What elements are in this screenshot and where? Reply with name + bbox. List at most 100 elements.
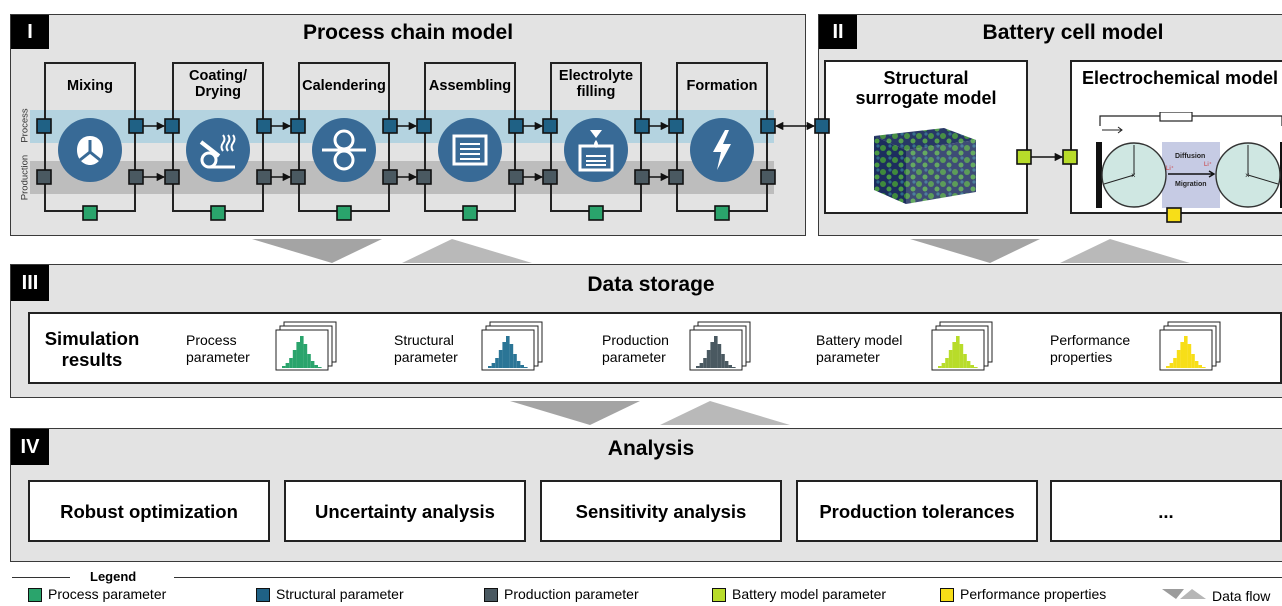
structural-port-out [382, 118, 398, 134]
histogram-bar [314, 365, 318, 368]
histogram-bar [289, 358, 293, 368]
simulation-results-label: Simulation results [44, 328, 140, 370]
microstructure-image [868, 120, 980, 206]
electrolyte-filling-icon [564, 118, 628, 182]
histogram-bar [1169, 363, 1174, 368]
production-port-in [416, 169, 432, 185]
histogram-bar [520, 365, 524, 368]
legend-battery-label: Battery model parameter [732, 586, 887, 602]
data-storage-title: Data storage [587, 273, 715, 296]
process-port [82, 205, 98, 221]
structural-port-in [164, 118, 180, 134]
production-port-in [668, 169, 684, 185]
panel-number-iv: IV [11, 429, 49, 465]
production-port-out [634, 169, 650, 185]
lightning-icon [690, 118, 754, 182]
structural-surrogate-box[interactable]: Structural surrogate model [824, 60, 1028, 214]
histogram-bar [974, 367, 978, 368]
histogram-bar [963, 354, 967, 368]
histogram-bar [959, 344, 964, 368]
simulation-results-box: Simulation results Process parameter Str… [28, 312, 1282, 384]
performance-port [1166, 207, 1182, 223]
analysis-more[interactable]: ... [1050, 480, 1282, 542]
histogram-bar [714, 336, 718, 368]
histogram-bar [710, 342, 714, 368]
battery-port-in [1062, 149, 1078, 165]
production-port-out [256, 169, 272, 185]
histogram-bar [948, 350, 953, 368]
histogram-bar [296, 342, 300, 368]
structural-port-in [36, 118, 52, 134]
coating-drying-icon [186, 118, 250, 182]
histogram-bar [970, 365, 974, 368]
step-coating-drying[interactable]: Coating/ Drying [172, 62, 264, 212]
process-chain-title: Process chain model [302, 21, 514, 44]
histogram-bar [495, 358, 499, 368]
histogram-bar [506, 336, 510, 368]
legend-process-label: Process parameter [48, 586, 167, 602]
histogram-bar [1180, 342, 1184, 368]
process-port [462, 205, 478, 221]
migration-text: Migration [1175, 181, 1207, 188]
step-label: Electrolyte filling [558, 68, 634, 100]
stack-icon [438, 118, 502, 182]
step-label: Calendering [302, 78, 386, 94]
legend-production-label: Production parameter [504, 586, 639, 602]
histogram-bar [488, 366, 492, 368]
analysis-uncertainty[interactable]: Uncertainty analysis [284, 480, 526, 542]
production-port-in [164, 169, 180, 185]
electrochemical-box[interactable]: Electrochemical model × × Diffusion Migr… [1070, 60, 1282, 214]
step-label: Formation [686, 78, 758, 94]
histogram-bar [1202, 367, 1206, 368]
battery-cell-title: Battery cell model [982, 21, 1164, 44]
step-label: Assembling [428, 78, 512, 94]
histogram-bar [498, 350, 503, 368]
analysis-title: Analysis [607, 437, 695, 460]
histogram-bar [524, 367, 528, 368]
production-port-out [128, 169, 144, 185]
production-port-in [542, 169, 558, 185]
legend-line-left [12, 577, 70, 578]
step-label: Mixing [67, 78, 113, 94]
production-port-in [290, 169, 306, 185]
histogram-bar [491, 363, 496, 368]
histogram-bar [945, 358, 949, 368]
legend: Legend Process parameter Structural para… [0, 566, 1282, 606]
center-mark-left: × [1131, 171, 1136, 180]
panel-number-ii: II [819, 15, 857, 49]
structural-port-in [290, 118, 306, 134]
step-electrolyte-filling[interactable]: Electrolyte filling [550, 62, 642, 212]
flow-storage-analysis-down [510, 401, 640, 425]
legend-line-right [174, 577, 1282, 578]
battery-model-parameter-label: Battery model parameter [816, 332, 903, 365]
histogram-bar [1176, 350, 1181, 368]
legend-performance-swatch [940, 588, 954, 602]
histogram-bar [966, 361, 971, 368]
histogram-bar [717, 344, 722, 368]
structural-port-out [634, 118, 650, 134]
structural-port-out [760, 118, 776, 134]
production-parameter-label: Production parameter [602, 332, 669, 365]
flow-process-storage-up [402, 239, 532, 263]
analysis-robust-optimization[interactable]: Robust optimization [28, 480, 270, 542]
structural-port-out [128, 118, 144, 134]
structural-port-in [416, 118, 432, 134]
structural-port-out [508, 118, 524, 134]
calender-rollers-icon [312, 118, 376, 182]
structural-port-in [668, 118, 684, 134]
histogram-bar [1191, 354, 1195, 368]
analysis-sensitivity[interactable]: Sensitivity analysis [540, 480, 782, 542]
legend-data-flow-label: Data flow [1212, 588, 1271, 604]
electrochemical-label: Electrochemical model [1081, 68, 1279, 88]
process-parameter-label: Process parameter [186, 332, 250, 365]
process-port [714, 205, 730, 221]
histogram-bar [706, 350, 711, 368]
structural-parameter-label: Structural parameter [394, 332, 458, 365]
performance-properties-label: Performance properties [1050, 332, 1131, 365]
histogram-bar [1166, 366, 1170, 368]
histogram-bar [1187, 344, 1192, 368]
production-port-out [760, 169, 776, 185]
panel-number-iii: III [11, 265, 49, 301]
analysis-production-tolerances[interactable]: Production tolerances [796, 480, 1038, 542]
histogram-bar [1194, 361, 1199, 368]
